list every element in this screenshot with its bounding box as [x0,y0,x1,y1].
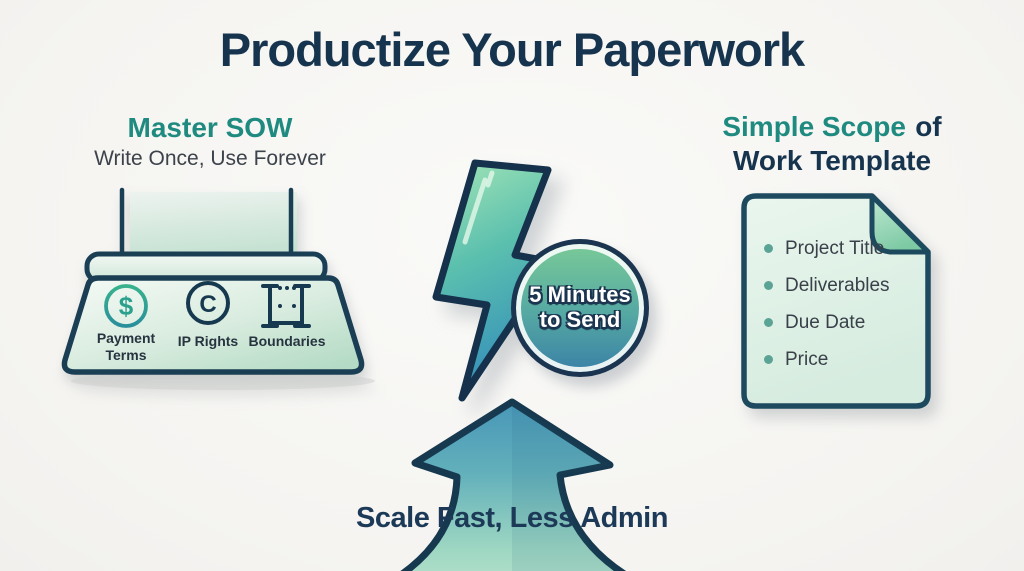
copyright-icon: C [186,281,230,325]
dollar-circle-icon: $ [104,284,148,328]
machine-posts [119,187,294,263]
lightning-bolt-icon [432,159,557,402]
scope-heading-teal: Simple Scope [722,111,906,142]
scope-template-heading: Simple Scope of Work Template [692,110,972,178]
list-item: Project Title [764,230,890,267]
bullet-dot-icon [764,244,773,253]
bottom-caption: Scale Fast, Less Admin [356,502,668,534]
svg-text:$: $ [119,291,134,321]
time-badge: 5 Minutes to Send [511,239,649,377]
feature-label-boundaries: Boundaries [248,333,326,349]
badge-line2: to Send [539,307,621,332]
crop-boundaries-icon [261,284,311,328]
feature-label-payment-terms: Payment Terms [96,330,156,363]
paper-sheet [130,192,297,256]
list-item-label: Price [785,348,829,370]
list-item: Deliverables [764,267,890,304]
scope-heading-line1: Simple Scope of [692,110,972,144]
document-icon [741,193,931,409]
list-item: Due Date [764,304,890,341]
page-title: Productize Your Paperwork [219,23,805,76]
scope-heading-line2: Work Template [732,145,932,177]
list-item-label: Deliverables [785,274,890,296]
list-item-label: Due Date [785,311,866,333]
up-arrow-icon [400,398,647,571]
bullet-dot-icon [764,281,773,290]
bullet-dot-icon [764,318,773,327]
scope-heading-connector: of [915,111,942,142]
master-sow-subheading: Write Once, Use Forever [94,147,326,170]
machine-shadow [71,372,375,390]
stamp-machine-illustration: $ C Payment Terms IP Rights Boundaries [58,182,380,394]
list-item: Price [764,341,890,378]
list-item-label: Project Title [785,237,885,259]
scope-document-illustration: Project Title Deliverables Due Date Pric… [738,190,934,412]
bullet-dot-icon [764,355,773,364]
svg-text:C: C [199,291,216,318]
scope-items-list: Project Title Deliverables Due Date Pric… [764,230,890,378]
feature-label-ip-rights: IP Rights [177,333,239,349]
stamp-machine-graphic: $ C [61,187,375,390]
master-sow-heading: Master SOW [127,112,293,143]
folded-corner [869,193,931,255]
badge-line1: 5 Minutes [529,282,631,308]
machine-base [61,275,365,375]
